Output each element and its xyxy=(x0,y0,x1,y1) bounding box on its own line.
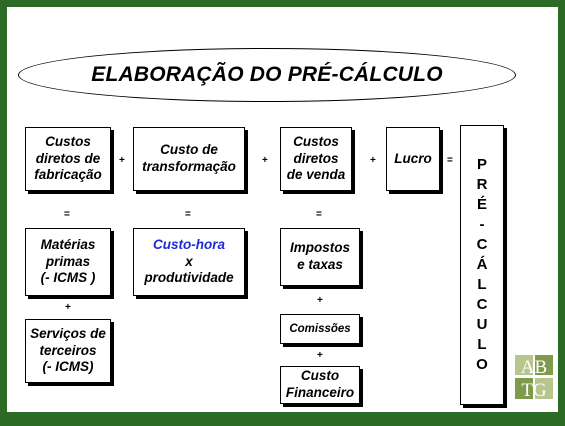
box-custo-transformacao: Custo de transformação xyxy=(133,127,245,191)
plus-operator: + xyxy=(370,155,376,166)
plus-operator: + xyxy=(317,350,323,361)
box-servicos-terceiros: Serviços de terceiros (- ICMS) xyxy=(25,319,111,383)
plus-operator: + xyxy=(262,155,268,166)
box-lucro: Lucro xyxy=(386,127,440,191)
pre-calculo-label: P R É - C Á L C U L O xyxy=(476,156,488,373)
box-pre-calculo: P R É - C Á L C U L O xyxy=(460,125,504,405)
custo-hora-label: Custo-hora xyxy=(153,236,225,252)
produtividade-label: produtividade xyxy=(144,270,234,286)
box-custo-hora-produtividade: Custo-hora x produtividade xyxy=(133,228,245,296)
box-custos-diretos-fabricacao: Custos diretos de fabricação xyxy=(25,127,111,191)
equals-operator: = xyxy=(316,209,322,220)
plus-operator: + xyxy=(65,302,71,313)
box-custos-diretos-venda: Custos diretos de venda xyxy=(280,127,352,191)
equals-operator: = xyxy=(185,209,191,220)
box-custo-financeiro: Custo Financeiro xyxy=(280,366,360,404)
page-title: ELABORAÇÃO DO PRÉ-CÁLCULO xyxy=(91,63,443,86)
multiply-sign: x xyxy=(185,253,193,269)
plus-operator: + xyxy=(119,155,125,166)
equals-operator: = xyxy=(64,209,70,220)
logo-text-top: AB xyxy=(521,357,547,378)
box-comissoes: Comissões xyxy=(280,314,360,344)
logo-text-bottom: TG xyxy=(521,380,547,401)
equals-operator: = xyxy=(447,155,453,166)
abtg-logo: AB TG xyxy=(514,351,554,403)
title-ellipse: ELABORAÇÃO DO PRÉ-CÁLCULO xyxy=(18,48,516,102)
plus-operator: + xyxy=(317,295,323,306)
box-impostos-taxas: Impostos e taxas xyxy=(280,228,360,286)
box-materias-primas: Matérias primas (- ICMS ) xyxy=(25,228,111,296)
